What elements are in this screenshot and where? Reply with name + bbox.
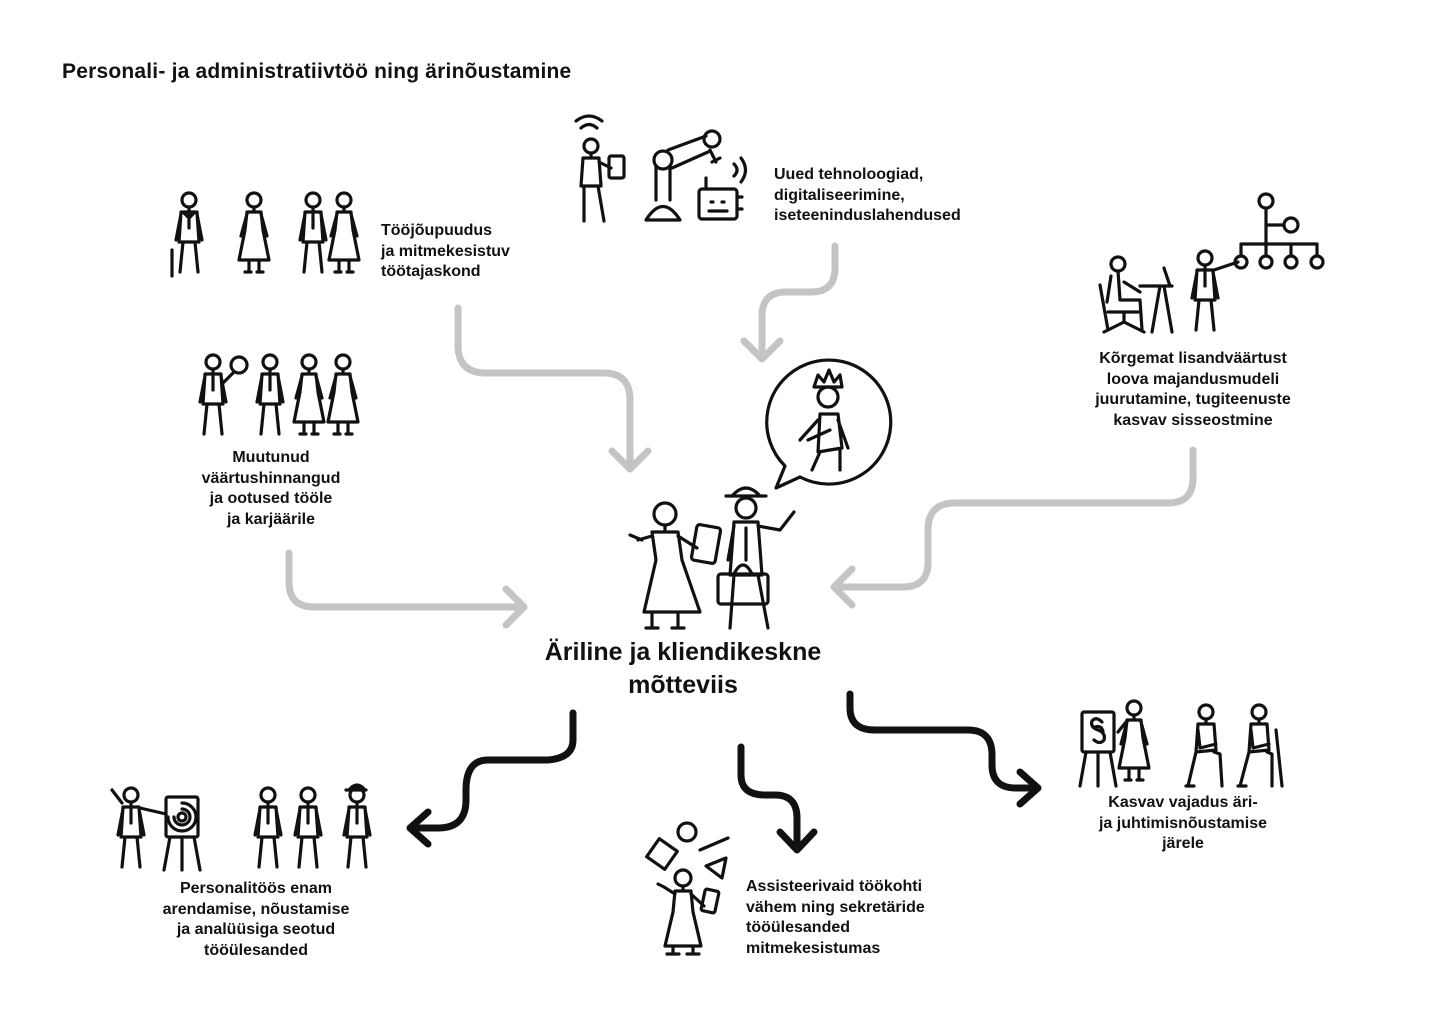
label-assistant-jobs: Assisteerivaid töökohti vähem ning sekre… xyxy=(746,877,925,959)
label-workforce: Tööjõupuudus ja mitmekesistuv töötajasko… xyxy=(381,221,510,283)
label-line: digitaliseerimine, xyxy=(774,186,905,204)
label-line: ja mitmekesistuv xyxy=(381,242,510,260)
label-line: Assisteerivaid töökohti xyxy=(746,878,923,895)
values-people-icon xyxy=(198,353,360,436)
page-title: Personali- ja administratiivtöö ning äri… xyxy=(62,60,572,83)
hr-presentation-icon xyxy=(110,783,372,872)
org-chart-office-icon xyxy=(1098,192,1325,334)
label-line: kasvav sisseostmine xyxy=(1113,411,1273,429)
businesspeople-icon xyxy=(628,486,796,630)
customer-king-bubble-icon xyxy=(765,358,893,490)
label-line: arendamise, nõustamise xyxy=(162,900,350,918)
arrow-hub-to-assistant-jobs xyxy=(737,743,818,854)
hub-line: Äriline ja kliendikeskne xyxy=(544,638,822,666)
juggling-assistant-icon xyxy=(645,821,730,956)
label-line: Tööjõupuudus xyxy=(381,222,493,239)
hub-label: Äriline ja kliendikeskne mõtteviis xyxy=(520,636,846,702)
label-line: Kõrgemat lisandväärtust xyxy=(1099,350,1287,367)
label-line: iseteeninduslahendused xyxy=(774,207,961,224)
label-values: Muutunud väärtushinnangud ja ootused töö… xyxy=(171,448,371,530)
label-line: töötajaskond xyxy=(381,263,481,280)
label-line: vähem ning sekretäride xyxy=(746,898,925,916)
arrow-hub-to-hr-work xyxy=(406,709,577,848)
arrow-values-to-hub xyxy=(285,549,528,629)
label-line: järele xyxy=(1162,835,1204,852)
label-line: ja juhtimisnõustamise xyxy=(1098,814,1268,832)
label-line: tööülesanded xyxy=(746,919,851,936)
label-business-model: Kõrgemat lisandväärtust loova majandusmu… xyxy=(1070,349,1316,431)
label-hr-work: Personalitöös enam arendamise, nõustamis… xyxy=(136,879,376,961)
legal-consulting-icon xyxy=(1078,699,1284,788)
label-line: juurutamine, tugiteenuste xyxy=(1095,391,1291,408)
arrow-workforce-to-hub xyxy=(454,304,652,473)
label-line: Muutunud xyxy=(232,449,310,466)
label-line: ja karjäärile xyxy=(226,510,316,528)
label-line: mitmekesistumas xyxy=(746,939,881,957)
robot-technology-icon xyxy=(574,114,748,223)
arrow-technology-to-hub xyxy=(740,242,839,363)
arrow-business-model-to-hub xyxy=(830,446,1197,609)
label-line: Uued tehnoloogiad, xyxy=(774,166,924,183)
label-line: Kasvav vajadus äri- xyxy=(1108,794,1258,811)
hub-line: mõtteviis xyxy=(628,671,738,699)
arrow-hub-to-consulting xyxy=(846,690,1042,808)
label-consulting: Kasvav vajadus äri- ja juhtimisnõustamis… xyxy=(1074,793,1292,855)
label-line: tööülesanded xyxy=(203,941,308,959)
label-technology: Uued tehnoloogiad, digitaliseerimine, is… xyxy=(774,165,961,227)
label-line: loova majandusmudeli xyxy=(1106,370,1280,388)
workforce-people-icon xyxy=(170,191,361,278)
label-line: ja ootused tööle xyxy=(209,490,333,507)
label-line: Personalitöös enam xyxy=(179,880,333,897)
label-line: ja analüüsiga seotud xyxy=(176,921,336,938)
label-line: väärtushinnangud xyxy=(201,469,341,487)
